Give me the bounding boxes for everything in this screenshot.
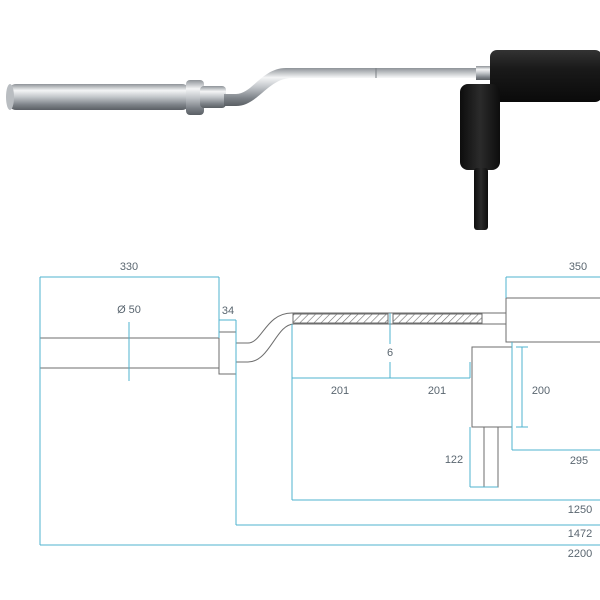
drawing-collar [218, 331, 237, 375]
photo-sleeve-end [6, 84, 14, 110]
drawing-block [471, 346, 513, 428]
dim-label-pin-length: 122 [445, 454, 463, 466]
photo-collar-inner [200, 86, 226, 108]
dim-label-bar-to-handle: 1250 [568, 504, 592, 516]
dim-label-sleeve-length: 330 [120, 261, 138, 273]
photo-rubber-handle [490, 50, 600, 102]
product-photo [6, 50, 600, 230]
dim-label-grip-height: 6 [387, 347, 393, 359]
drawing-knurl-right [392, 313, 483, 324]
photo-rubber-block [460, 84, 500, 170]
photo-bent-bar [224, 68, 480, 106]
dim-label-knurl-right: 201 [428, 385, 446, 397]
photo-pin [474, 168, 488, 230]
drawing-pin [483, 426, 499, 488]
dim-label-handle-drop: 295 [570, 455, 588, 467]
dim-label-collar-to-end: 1472 [568, 528, 592, 540]
dim-label-knurl-left: 201 [331, 385, 349, 397]
drawing-handle [505, 297, 600, 343]
dim-label-total-length: 2200 [568, 548, 592, 560]
drawing-knurl-left [292, 313, 389, 324]
dim-label-sleeve-diameter: Ø 50 [117, 304, 141, 316]
dimension-lines [39, 276, 600, 546]
dim-label-collar-width: 34 [222, 305, 234, 317]
photo-collar [186, 80, 204, 115]
dim-label-handle-length: 350 [569, 261, 587, 273]
dim-label-block-height: 200 [532, 385, 550, 397]
technical-drawing: 330 Ø 50 34 6 201 201 350 200 122 295 12… [39, 261, 600, 560]
photo-sleeve [8, 84, 190, 110]
